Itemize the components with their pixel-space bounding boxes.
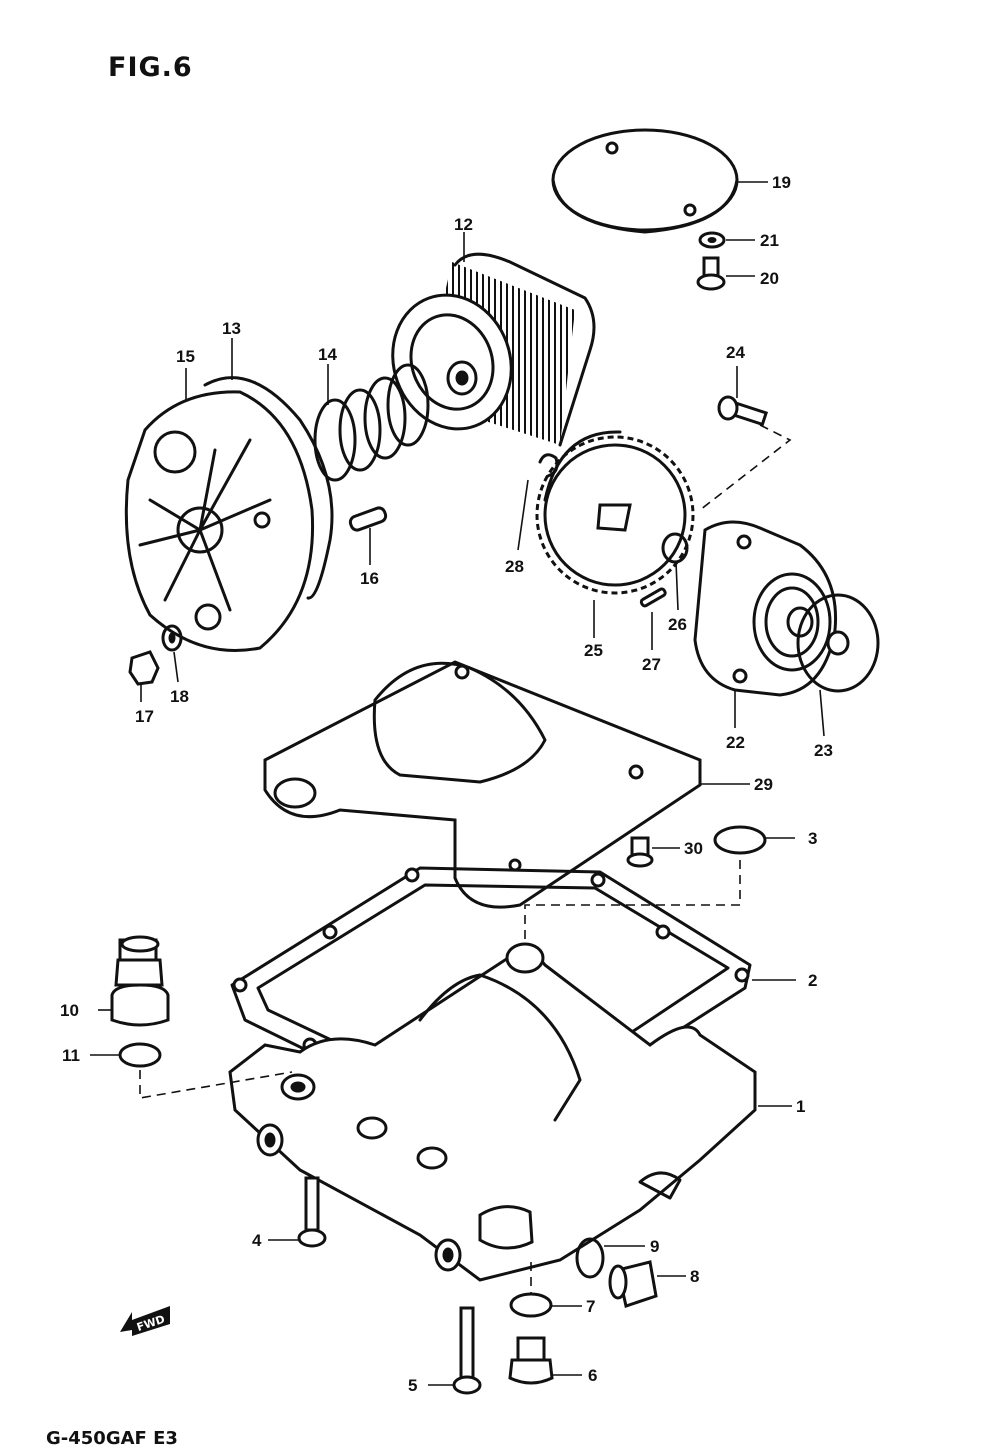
callout-29: 29 xyxy=(754,775,773,794)
gasket-7-part xyxy=(509,1292,553,1318)
o-ring-13-part xyxy=(203,376,334,600)
o-ring-23-part xyxy=(796,593,880,693)
o-ring-3-part xyxy=(713,825,767,855)
callout-3: 3 xyxy=(808,829,817,848)
callout-25: 25 xyxy=(584,641,603,660)
leader-lines xyxy=(90,181,825,1386)
bolt-6-part xyxy=(508,1336,554,1385)
callout-16: 16 xyxy=(360,569,379,588)
gasket-29-part xyxy=(263,660,702,909)
oil-pump-part xyxy=(693,520,838,697)
callout-18: 18 xyxy=(170,687,189,706)
callout-19: 19 xyxy=(772,173,791,192)
callout-30: 30 xyxy=(684,839,703,858)
callout-1: 1 xyxy=(796,1097,805,1116)
callout-11: 11 xyxy=(62,1046,80,1065)
callout-15: 15 xyxy=(176,347,195,366)
callout-17: 17 xyxy=(135,707,154,726)
callout-21: 21 xyxy=(760,231,779,250)
oil-pressure-switch-part xyxy=(110,935,170,1027)
forward-arrow-icon: FWD xyxy=(120,1306,170,1336)
pin-27-part xyxy=(639,587,667,608)
callout-4: 4 xyxy=(252,1231,262,1250)
callout-8: 8 xyxy=(690,1267,699,1286)
oil-pan-part xyxy=(228,942,757,1282)
gasket-9-part xyxy=(575,1237,605,1279)
figure-title: FIG.6 xyxy=(108,52,193,83)
bolt-30-part xyxy=(626,836,654,868)
cap-nut-17-part xyxy=(128,650,160,686)
callout-20: 20 xyxy=(760,269,779,288)
callout-26: 26 xyxy=(668,615,687,634)
oil-filter-part xyxy=(391,252,596,447)
callout-labels: 19 21 20 12 13 15 14 16 17 18 24 28 25 2… xyxy=(60,173,833,1395)
alignment-line-oring xyxy=(524,860,741,945)
callout-7: 7 xyxy=(586,1297,595,1316)
spring-part xyxy=(313,363,430,482)
washer-21-part xyxy=(698,231,726,249)
callout-27: 27 xyxy=(642,655,661,674)
callout-10: 10 xyxy=(60,1001,79,1020)
gasket-11-part xyxy=(118,1042,162,1068)
filter-cap-part xyxy=(124,390,315,652)
drain-plug-part xyxy=(608,1260,658,1308)
forward-arrow-label: FWD xyxy=(135,1313,166,1334)
alignment-line-pump xyxy=(699,424,792,511)
circlip-28-part xyxy=(538,453,559,478)
bolt-4-part xyxy=(297,1176,327,1248)
callout-28: 28 xyxy=(505,557,524,576)
callout-5: 5 xyxy=(408,1376,417,1395)
washer-26-part xyxy=(661,532,689,564)
callout-14: 14 xyxy=(318,345,337,364)
callout-24: 24 xyxy=(726,343,745,362)
callout-9: 9 xyxy=(650,1237,659,1256)
screw-24-part xyxy=(717,395,769,427)
callout-23: 23 xyxy=(814,741,833,760)
screw-20-part xyxy=(696,256,726,291)
callout-2: 2 xyxy=(808,971,817,990)
bolt-5-part xyxy=(452,1306,482,1395)
callout-6: 6 xyxy=(588,1366,597,1385)
washer-18-part xyxy=(161,624,183,652)
model-code-footer: G-450GAF E3 xyxy=(46,1428,178,1449)
callout-12: 12 xyxy=(454,215,473,234)
oil-pump-gear-part xyxy=(535,430,695,595)
oil-strainer-part xyxy=(551,128,739,234)
callout-22: 22 xyxy=(726,733,745,752)
callout-13: 13 xyxy=(222,319,241,338)
pin-16-part xyxy=(348,506,388,532)
